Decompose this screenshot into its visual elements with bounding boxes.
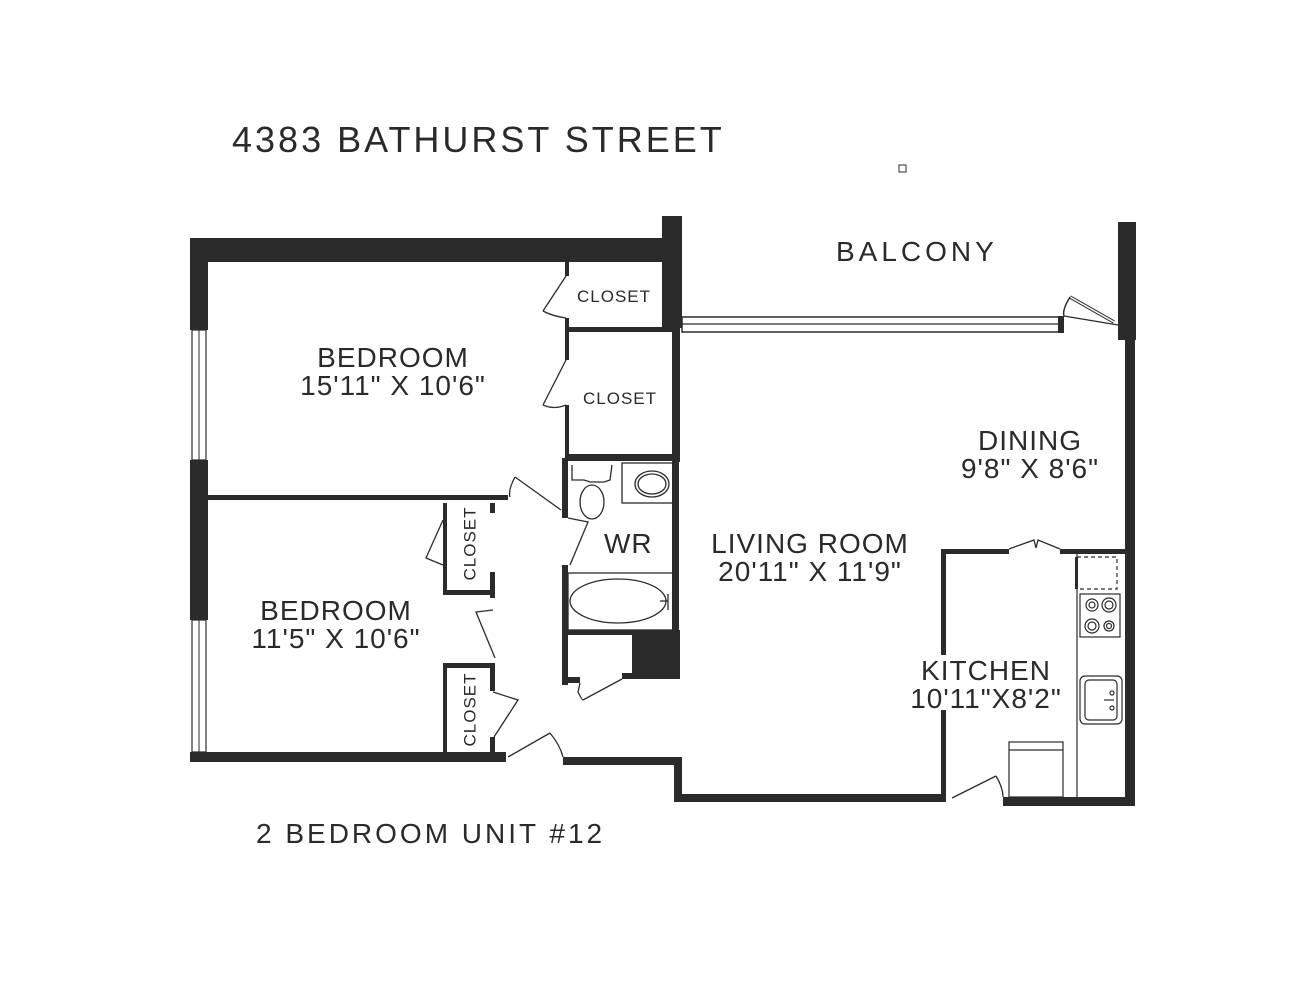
- closet-label-3: CLOSET: [460, 506, 480, 581]
- washroom-label: WR: [604, 528, 653, 559]
- dining-name: DINING: [978, 425, 1082, 456]
- window-left-lower: [191, 619, 207, 753]
- bedroom-1-name: BEDROOM: [317, 342, 469, 373]
- building-address: 4383 BATHURST STREET: [232, 119, 725, 160]
- closet-label-2: CLOSET: [583, 389, 658, 408]
- living-room-name: LIVING ROOM: [711, 528, 909, 559]
- balcony-sliding-door: [681, 295, 1119, 333]
- stove-icon: [1079, 593, 1121, 638]
- kitchen-name: KITCHEN: [921, 655, 1051, 686]
- living-room: LIVING ROOM 20'11" X 11'9": [700, 530, 920, 586]
- doors: [425, 275, 1061, 799]
- unit-label: 2 BEDROOM UNIT #12: [256, 818, 606, 849]
- sink-icon: [621, 462, 675, 504]
- bedroom-1: BEDROOM 15'11" X 10'6": [278, 344, 508, 400]
- balcony-railing: [681, 164, 1119, 228]
- closet-label-1: CLOSET: [577, 287, 652, 306]
- dishwasher-icon: [1008, 741, 1064, 798]
- fridge-icon: [1076, 556, 1118, 590]
- living-room-dimensions: 20'11" X 11'9": [718, 556, 902, 587]
- bedroom-2-name: BEDROOM: [260, 595, 412, 626]
- dining: DINING 9'8" X 8'6": [940, 427, 1120, 483]
- balcony-wall-right: [1118, 222, 1136, 340]
- exterior-walls: [190, 238, 1135, 806]
- kitchen-sink-icon: [1079, 675, 1123, 725]
- closet-label-4: CLOSET: [460, 672, 480, 747]
- kitchen: KITCHEN 10'11"X8'2": [906, 657, 1066, 713]
- bedroom-2: BEDROOM 11'5" X 10'6": [226, 597, 446, 653]
- dining-dimensions: 9'8" X 8'6": [960, 453, 1100, 484]
- kitchen-dimensions: 10'11"X8'2": [910, 683, 1062, 714]
- toilet-icon: [571, 464, 613, 520]
- balcony-label: BALCONY: [836, 236, 998, 267]
- window-left-upper: [191, 329, 207, 461]
- bedroom-2-dimensions: 11'5" X 10'6": [251, 623, 421, 654]
- bedroom-1-dimensions: 15'11" X 10'6": [300, 370, 486, 401]
- bathtub-icon: [567, 572, 675, 631]
